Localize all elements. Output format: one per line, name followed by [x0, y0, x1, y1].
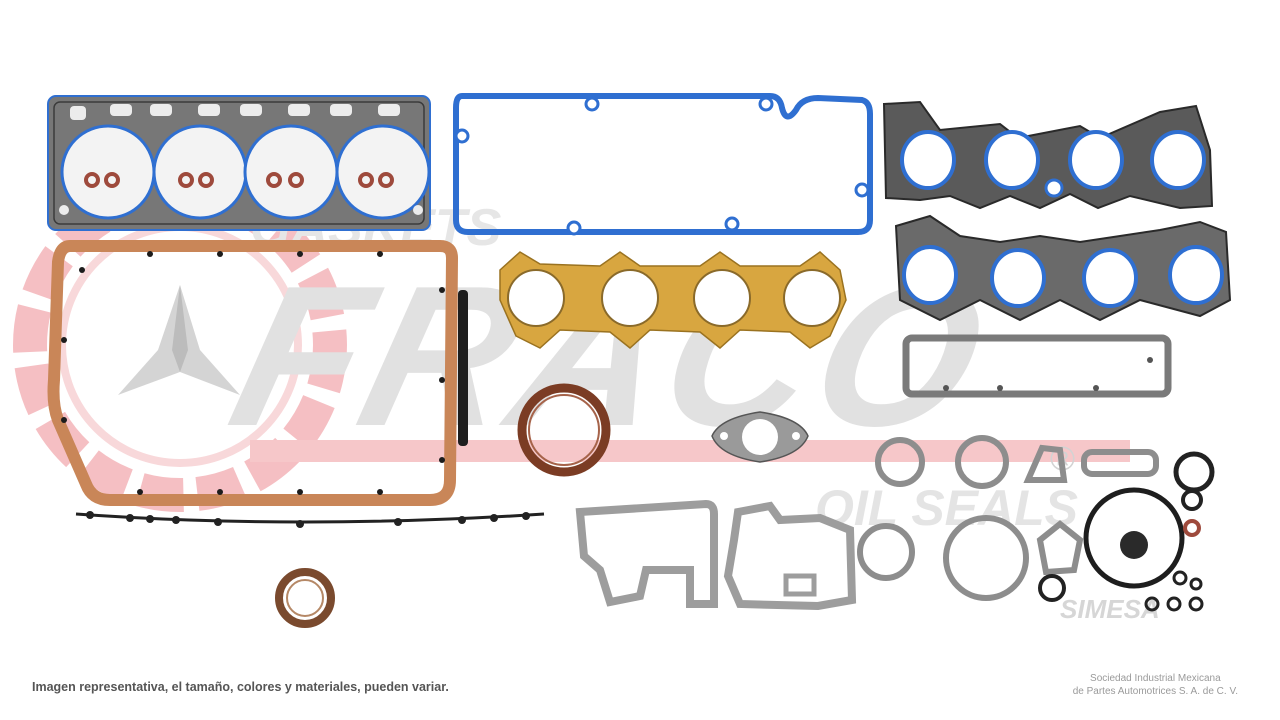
water-pump-gasket: [857, 435, 1159, 601]
company-line-1: Sociedad Industrial Mexicana: [1090, 673, 1221, 684]
company-name: Sociedad Industrial Mexicana de Partes A…: [1073, 672, 1238, 698]
o-ring-set: [1038, 451, 1215, 612]
valve-cover-gasket: [453, 93, 873, 236]
exhaust-manifold-gasket: [499, 251, 847, 349]
side-cover-gasket: [902, 334, 1172, 398]
timing-cover-gasket-left: [575, 499, 718, 608]
rubber-rail-seal: [75, 511, 545, 528]
timing-cover-gasket-right: [723, 501, 857, 611]
oil-pan-gasket: [47, 240, 459, 506]
disclaimer-text: Imagen representativa, el tamaño, colore…: [32, 680, 449, 694]
tagline-bottom: OIL SEALS: [815, 480, 1078, 536]
sub-brand-text: SIMESA: [1060, 594, 1160, 624]
rear-main-seal: [517, 383, 611, 477]
cylinder-head-gasket: [47, 95, 431, 231]
rubber-strip-seal: [458, 290, 468, 446]
intake-manifold-gasket-upper: [882, 100, 1214, 210]
company-line-2: de Partes Automotrices S. A. de C. V.: [1072, 686, 1238, 697]
egr-flange-gasket: [711, 411, 809, 463]
intake-manifold-gasket-lower: [894, 214, 1232, 322]
front-crank-seal: [275, 568, 335, 628]
